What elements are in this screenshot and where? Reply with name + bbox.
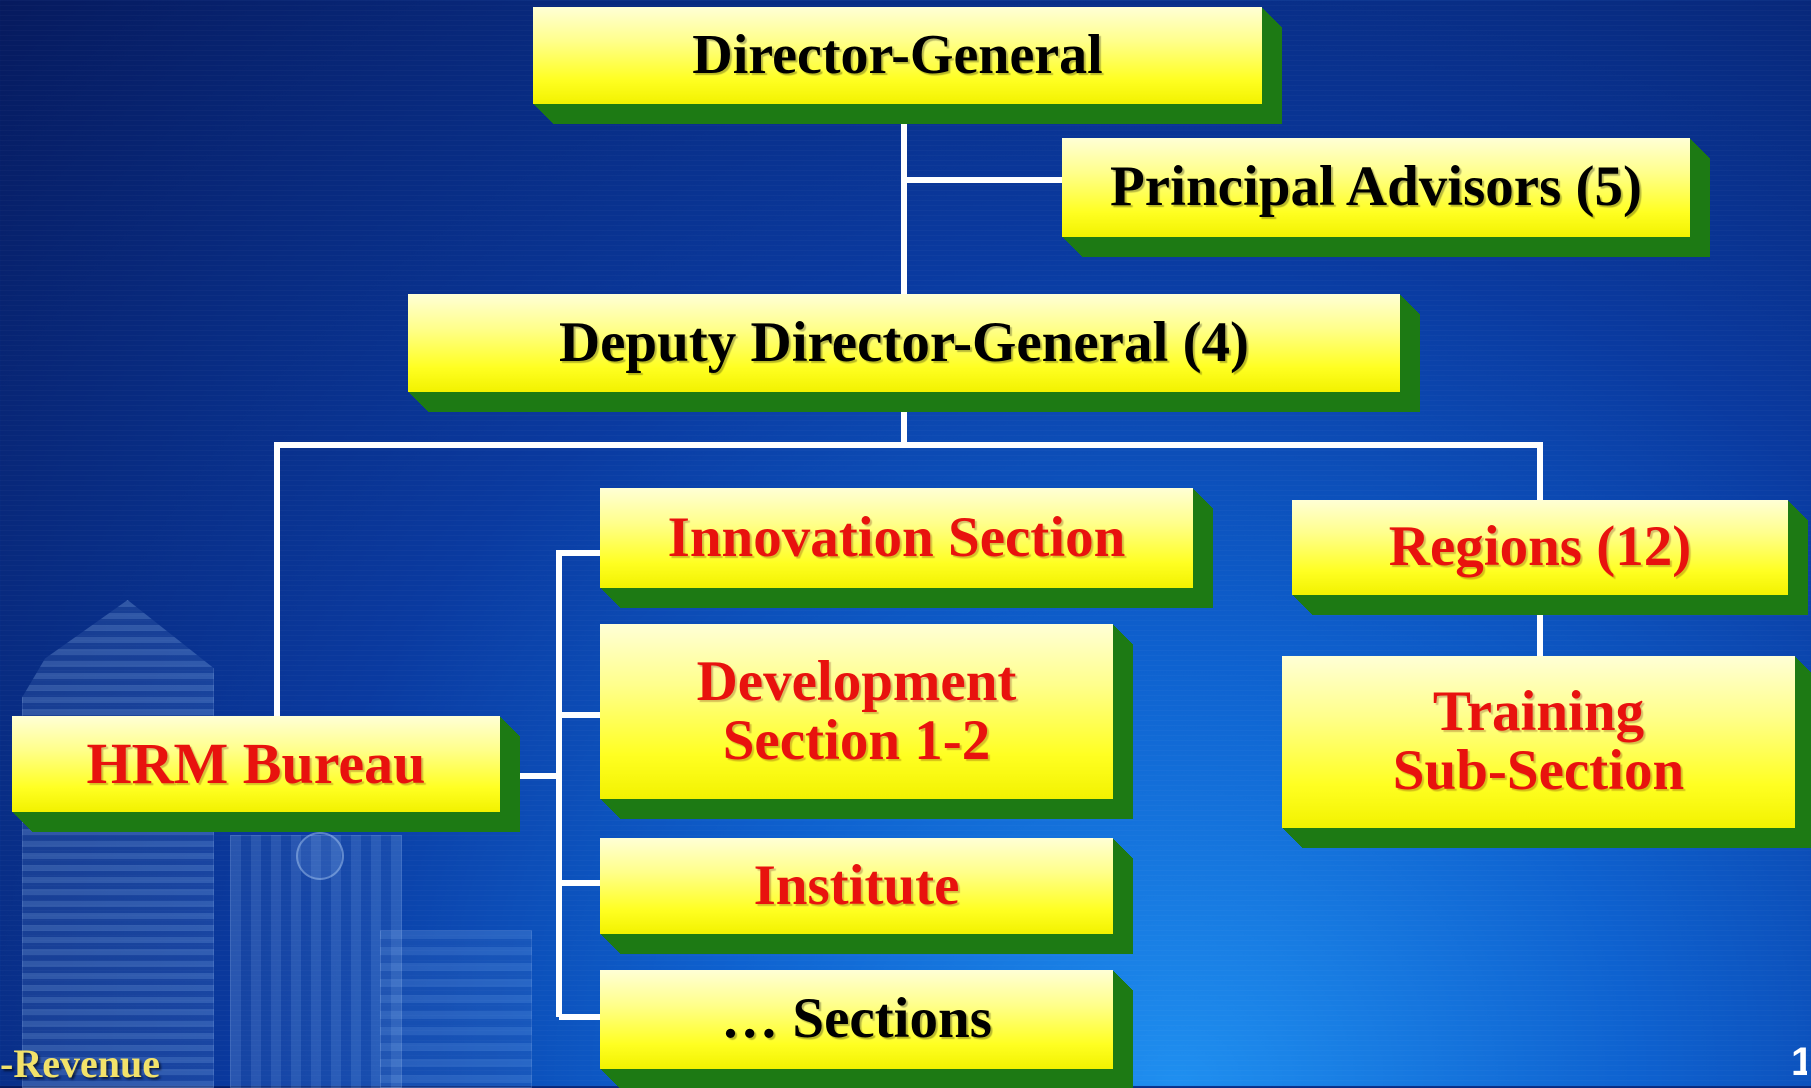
footer-brand-text: -Revenue xyxy=(0,1041,160,1086)
hrm-bureau-box: HRM Bureau xyxy=(12,716,500,812)
building-low-image xyxy=(380,930,532,1088)
innovation-section-box: Innovation Section xyxy=(600,488,1193,588)
training-sub-section-line-1: Training xyxy=(1432,680,1645,744)
development-section-box: Development Section 1-2 xyxy=(600,624,1113,799)
training-sub-section-label: Training Sub-Section xyxy=(1393,683,1684,800)
hrm-bureau-label: HRM Bureau xyxy=(86,731,426,797)
regions-label: Regions (12) xyxy=(1388,515,1692,579)
principal-advisors-box: Principal Advisors (5) xyxy=(1062,138,1690,237)
deputy-director-general-box: Deputy Director-General (4) xyxy=(408,294,1400,392)
institute-box: Institute xyxy=(600,838,1113,934)
page-number: 1 xyxy=(1791,1040,1807,1084)
development-section-line-2: Section 1-2 xyxy=(722,708,991,772)
development-section-label: Development Section 1-2 xyxy=(696,649,1017,772)
regions-box: Regions (12) xyxy=(1292,500,1788,595)
institute-label: Institute xyxy=(753,853,960,917)
training-sub-section-box: Training Sub-Section xyxy=(1282,656,1795,828)
director-general-label: Director-General xyxy=(692,23,1103,86)
training-sub-section-line-2: Sub-Section xyxy=(1392,739,1685,802)
emblem-seal-image xyxy=(296,832,344,880)
principal-advisors-label: Principal Advisors (5) xyxy=(1109,155,1642,219)
development-section-line-1: Development xyxy=(696,649,1017,713)
director-general-box: Director-General xyxy=(533,7,1262,104)
deputy-director-general-label: Deputy Director-General (4) xyxy=(558,310,1250,374)
other-sections-box: … Sections xyxy=(600,970,1113,1069)
building-tower-image xyxy=(22,600,214,1088)
other-sections-label: … Sections xyxy=(721,987,992,1051)
innovation-section-label: Innovation Section xyxy=(667,505,1126,569)
